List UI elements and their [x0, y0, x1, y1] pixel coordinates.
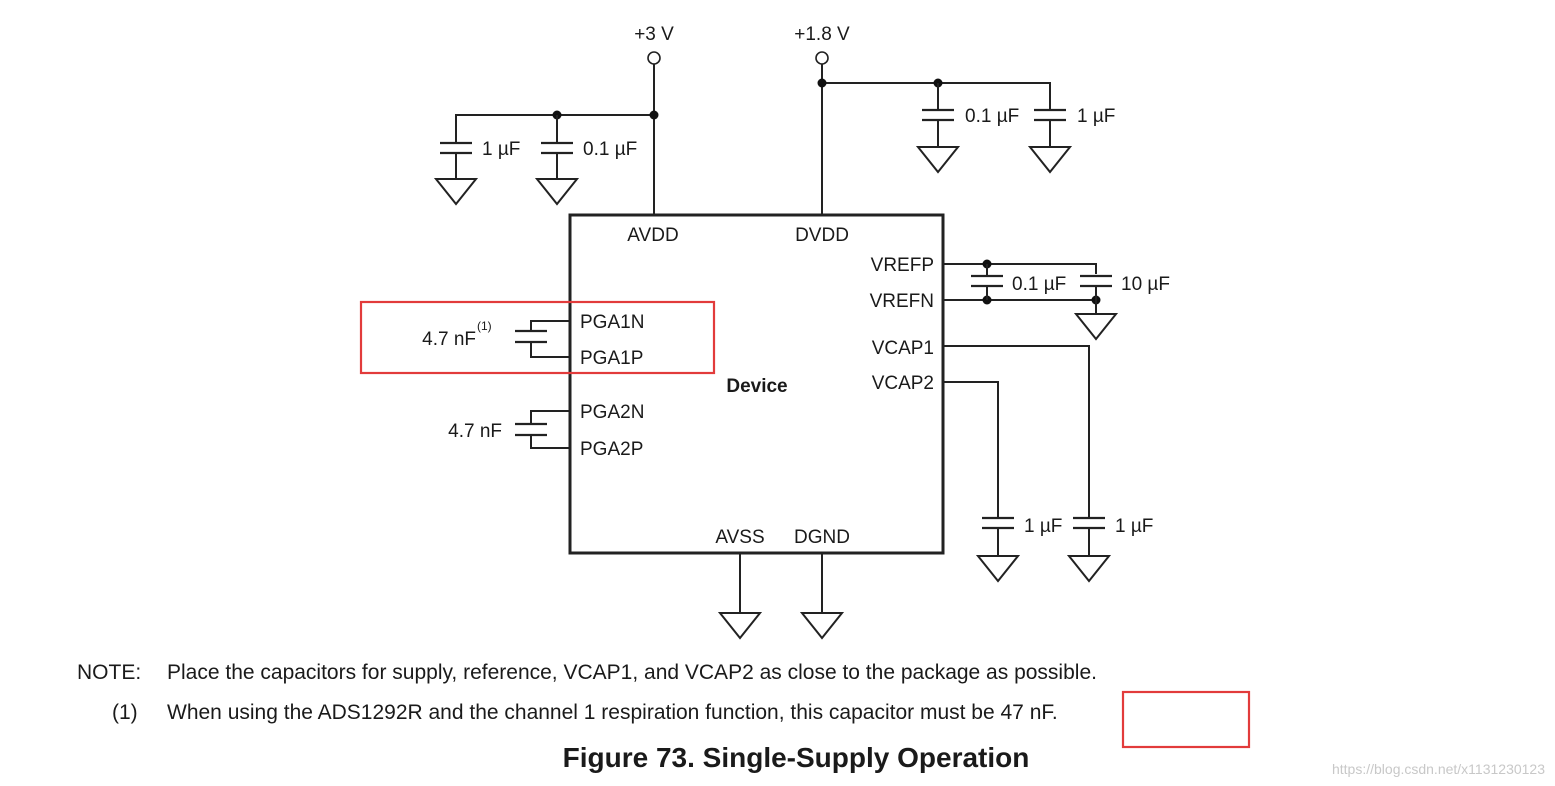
capacitor-vcap1: 1 µF [1066, 516, 1153, 583]
footnote-marker: (1) [477, 319, 492, 333]
notes-block: NOTE: Place the capacitors for supply, r… [77, 661, 1097, 724]
footnote-text: When using the ADS1292R and the channel … [167, 701, 1058, 724]
highlight-box-47nf [1121, 690, 1251, 749]
cap-label: 1 µF [482, 139, 520, 160]
wire [530, 342, 570, 358]
cap-label: 0.1 µF [583, 139, 637, 160]
ground-symbol-dgnd [799, 612, 845, 640]
pin-pga2n: PGA2N [580, 402, 644, 423]
pin-dvdd: DVDD [795, 225, 849, 246]
cap-label: 4.7 nF [422, 329, 476, 350]
ground-symbol [975, 555, 1021, 583]
capacitor-avdd-decouple: 0.1 µF [534, 139, 637, 206]
pin-vcap2: VCAP2 [872, 373, 934, 394]
cap-label: 0.1 µF [1012, 274, 1066, 295]
capacitor-dvdd-bulk: 1 µF [1027, 106, 1115, 174]
capacitor-avdd-bulk: 1 µF [433, 139, 520, 206]
device-grounds [717, 553, 845, 640]
ground-symbol [1073, 313, 1119, 341]
footnote-label: (1) [112, 701, 138, 724]
device-outline [568, 213, 945, 555]
pin-avdd: AVDD [627, 225, 678, 246]
wire [530, 320, 570, 331]
pin-dgnd: DGND [794, 527, 850, 548]
reference-network: 0.1 µF 10 µF [943, 259, 1170, 341]
vcap-network: 1 µF 1 µF [943, 345, 1153, 583]
cap-label: 1 µF [1024, 516, 1062, 537]
ground-symbol [433, 178, 479, 206]
cap-label: 1 µF [1077, 106, 1115, 127]
watermark: https://blog.csdn.net/x1131230123 [1332, 761, 1545, 777]
junction-dot [817, 78, 827, 88]
vcap2-wire [943, 381, 999, 518]
device-name: Device [726, 376, 787, 397]
pin-vrefn: VREFN [870, 291, 934, 312]
pin-pga1p: PGA1P [580, 348, 643, 369]
note-text: Place the capacitors for supply, referen… [167, 661, 1097, 684]
highlight-box-pga1 [359, 300, 716, 375]
rail-terminal-3v [647, 51, 661, 65]
ground-symbol [1027, 146, 1073, 174]
junction-dot [649, 110, 659, 120]
dvdd-cap-bus [822, 82, 1051, 110]
dvdd-supply-network: +1.8 V 0.1 µF 1 µF [794, 24, 1115, 215]
capacitor-vcap2: 1 µF [975, 516, 1062, 583]
rail-terminal-1v8 [815, 51, 829, 65]
avdd-supply-network: +3 V 1 µF 0.1 µF [433, 24, 674, 215]
ground-symbol [534, 178, 580, 206]
capacitor-dvdd-decouple: 0.1 µF [915, 106, 1019, 174]
cap-label: 10 µF [1121, 274, 1170, 295]
capacitor-pga1: 4.7 nF (1) [422, 319, 570, 358]
pin-avss: AVSS [715, 527, 764, 548]
capacitor-vref-decouple: 0.1 µF [971, 264, 1066, 300]
capacitor-pga2: 4.7 nF [448, 410, 570, 449]
wire [530, 435, 570, 449]
cap-label: 4.7 nF [448, 421, 502, 442]
rail-label-1v8: +1.8 V [794, 24, 850, 45]
figure-caption: Figure 73. Single-Supply Operation [563, 742, 1030, 773]
wire [530, 410, 570, 424]
capacitor-vref-bulk: 10 µF [1073, 274, 1170, 341]
rail-label-3v: +3 V [634, 24, 674, 45]
ground-symbol-avss [717, 612, 763, 640]
device-block: Device AVDD DVDD VREFP VREFN VCAP1 VCAP2… [568, 213, 945, 555]
cap-label: 0.1 µF [965, 106, 1019, 127]
ground-symbol [915, 146, 961, 174]
ground-symbol [1066, 555, 1112, 583]
pin-pga1n: PGA1N [580, 312, 644, 333]
vcap1-wire [943, 345, 1090, 518]
pin-vrefp: VREFP [871, 255, 934, 276]
pin-vcap1: VCAP1 [872, 338, 934, 359]
vrefp-wire [943, 263, 1097, 274]
note-label: NOTE: [77, 661, 141, 684]
avdd-cap-bus [455, 114, 654, 143]
pin-pga2p: PGA2P [580, 439, 643, 460]
cap-label: 1 µF [1115, 516, 1153, 537]
